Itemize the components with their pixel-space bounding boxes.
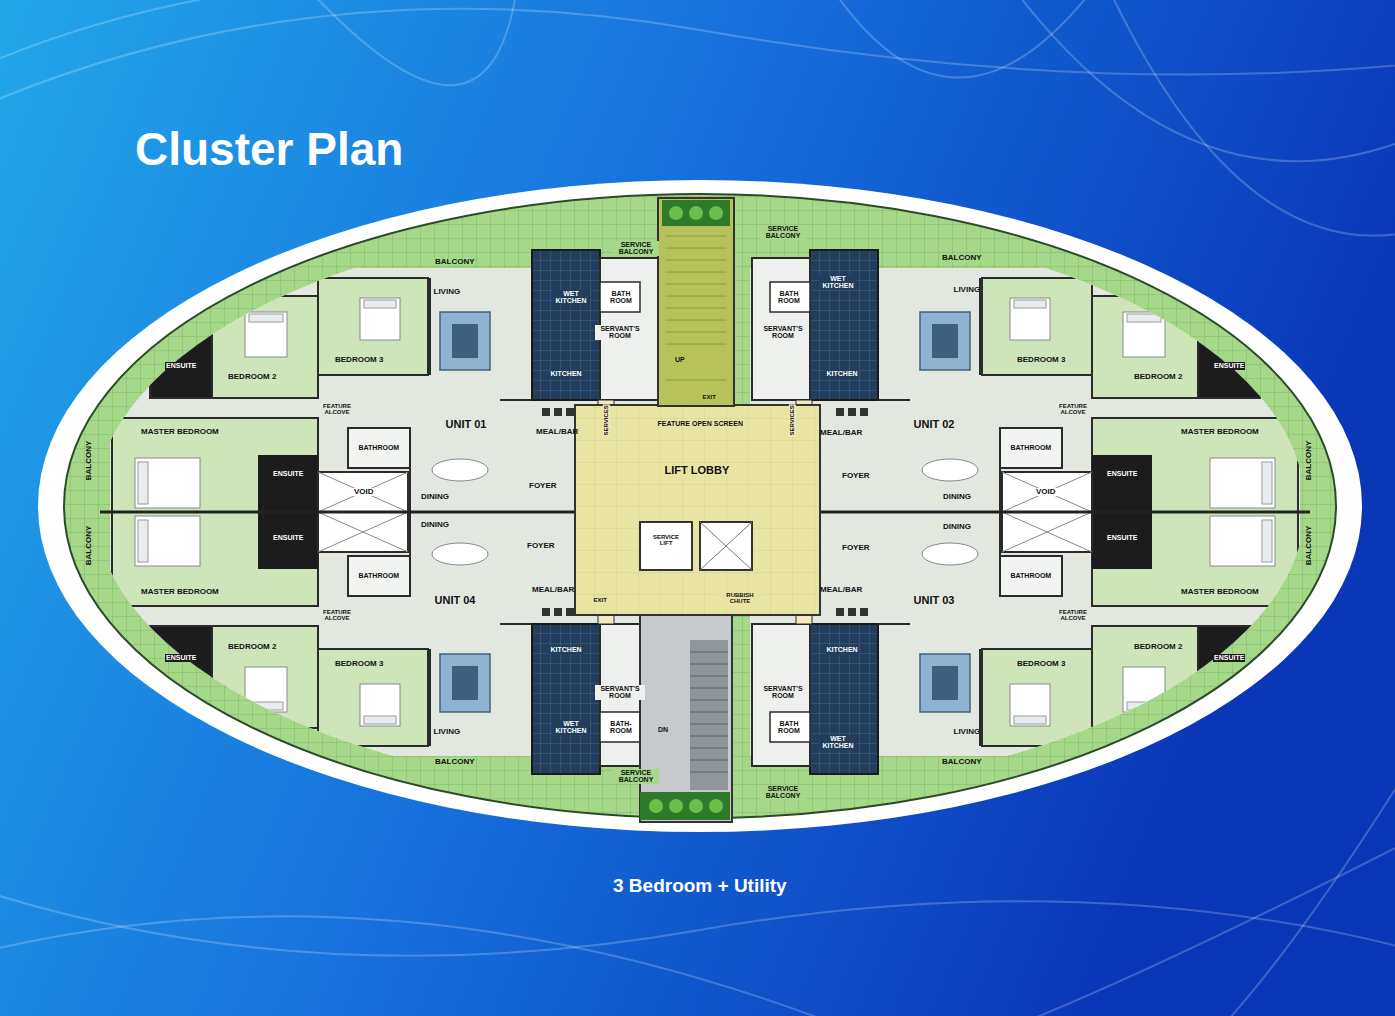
room-label: BALCONY: [1305, 439, 1314, 481]
room-label: MEAL/BAR: [535, 428, 579, 437]
room-label: RUBBISH CHUTE: [719, 592, 761, 605]
room-label: WET KITCHEN: [552, 720, 590, 735]
room-label: BATH ROOM: [773, 290, 805, 305]
room-label: WET KITCHEN: [819, 735, 857, 750]
room-label: KITCHEN: [550, 370, 583, 378]
room-label: VOID: [353, 488, 375, 497]
room-label: FOYER: [841, 544, 871, 553]
room-label: MEAL/BAR: [819, 429, 863, 438]
room-label: BEDROOM 2: [1133, 643, 1183, 652]
room-label: MEAL/BAR: [819, 586, 863, 595]
room-label: SERVICE BALCONY: [613, 769, 659, 784]
room-label: KITCHEN: [826, 370, 859, 378]
room-label: DINING: [420, 521, 450, 530]
room-label: UP: [674, 356, 686, 364]
room-label: ENSUITE: [1213, 362, 1245, 370]
room-label: SERVICES: [789, 404, 796, 436]
room-label: LIVING: [953, 286, 982, 295]
room-label: DINING: [420, 493, 450, 502]
room-label: MASTER BEDROOM: [140, 588, 220, 597]
room-label: SERVANT'S ROOM: [758, 685, 808, 700]
room-label: ENSUITE: [1106, 534, 1138, 542]
room-label: BALCONY: [85, 524, 94, 566]
room-label: BATH-ROOM: [605, 720, 637, 735]
room-label: UNIT 01: [445, 418, 488, 430]
room-label: KITCHEN: [826, 646, 859, 654]
room-label: BATHROOM: [1010, 572, 1053, 580]
room-label: BEDROOM 2: [227, 373, 277, 382]
room-label: FOYER: [528, 482, 558, 491]
room-label: BEDROOM 3: [1016, 660, 1066, 669]
room-label: LIVING: [953, 728, 982, 737]
room-label: FEATURE ALCOVE: [314, 403, 360, 416]
room-label: SERVANT'S ROOM: [595, 325, 645, 340]
room-label: MEAL/BAR: [531, 586, 575, 595]
room-label: BATHROOM: [1010, 444, 1053, 452]
room-label: BALCONY: [434, 258, 476, 267]
room-label: BATHROOM: [358, 444, 401, 452]
room-label: MASTER BEDROOM: [140, 428, 220, 437]
room-label: FEATURE ALCOVE: [314, 609, 360, 622]
room-label: FOYER: [841, 472, 871, 481]
room-label: FEATURE OPEN SCREEN: [657, 420, 744, 428]
room-label: SERVICES: [603, 404, 610, 436]
room-label: DINING: [942, 523, 972, 532]
room-label: SERVANT'S ROOM: [595, 685, 645, 700]
room-label: UNIT 04: [434, 594, 477, 606]
room-label: WET KITCHEN: [552, 290, 590, 305]
room-label: VOID: [1035, 488, 1057, 497]
room-label: KITCHEN: [550, 646, 583, 654]
room-label: LIVING: [433, 728, 462, 737]
room-label: BATH ROOM: [605, 290, 637, 305]
room-label: FOYER: [526, 542, 556, 551]
room-label: SERVICE LIFT: [650, 534, 682, 547]
room-label: LIVING: [433, 288, 462, 297]
room-label: DINING: [942, 493, 972, 502]
room-label: BATHROOM: [358, 572, 401, 580]
room-label: ENSUITE: [1213, 654, 1245, 662]
plan-title: Cluster Plan: [135, 122, 403, 176]
room-label: BATH ROOM: [773, 720, 805, 735]
room-label: UNIT 02: [913, 418, 956, 430]
room-label: ENSUITE: [165, 362, 197, 370]
room-label: SERVICE BALCONY: [760, 225, 806, 240]
room-label: BEDROOM 3: [1016, 356, 1066, 365]
room-label: FEATURE ALCOVE: [1050, 609, 1096, 622]
room-label: UNIT 03: [913, 594, 956, 606]
room-label: BEDROOM 3: [334, 356, 384, 365]
room-label: MASTER BEDROOM: [1180, 588, 1260, 597]
room-label: SERVICE BALCONY: [760, 785, 806, 800]
room-label: EXIT: [593, 597, 608, 604]
room-label: ENSUITE: [165, 654, 197, 662]
room-label: BALCONY: [941, 254, 983, 263]
room-label: BALCONY: [434, 758, 476, 767]
room-label: ENSUITE: [272, 470, 304, 478]
room-label: BEDROOM 2: [1133, 373, 1183, 382]
room-label: SERVANT'S ROOM: [758, 325, 808, 340]
room-label: WET KITCHEN: [819, 275, 857, 290]
room-label: BALCONY: [941, 758, 983, 767]
room-label: ENSUITE: [1106, 470, 1138, 478]
plan-caption: 3 Bedroom + Utility: [613, 875, 787, 897]
room-label: BALCONY: [1305, 524, 1314, 566]
room-label: LIFT LOBBY: [664, 464, 731, 476]
room-label: BEDROOM 2: [227, 643, 277, 652]
room-label: MASTER BEDROOM: [1180, 428, 1260, 437]
room-label: BALCONY: [85, 439, 94, 481]
room-label: DN: [657, 726, 669, 734]
room-label: FEATURE ALCOVE: [1050, 403, 1096, 416]
room-label: ENSUITE: [272, 534, 304, 542]
room-label: EXIT: [702, 394, 717, 401]
room-label: SERVICE BALCONY: [613, 241, 659, 256]
room-label: BEDROOM 3: [334, 660, 384, 669]
